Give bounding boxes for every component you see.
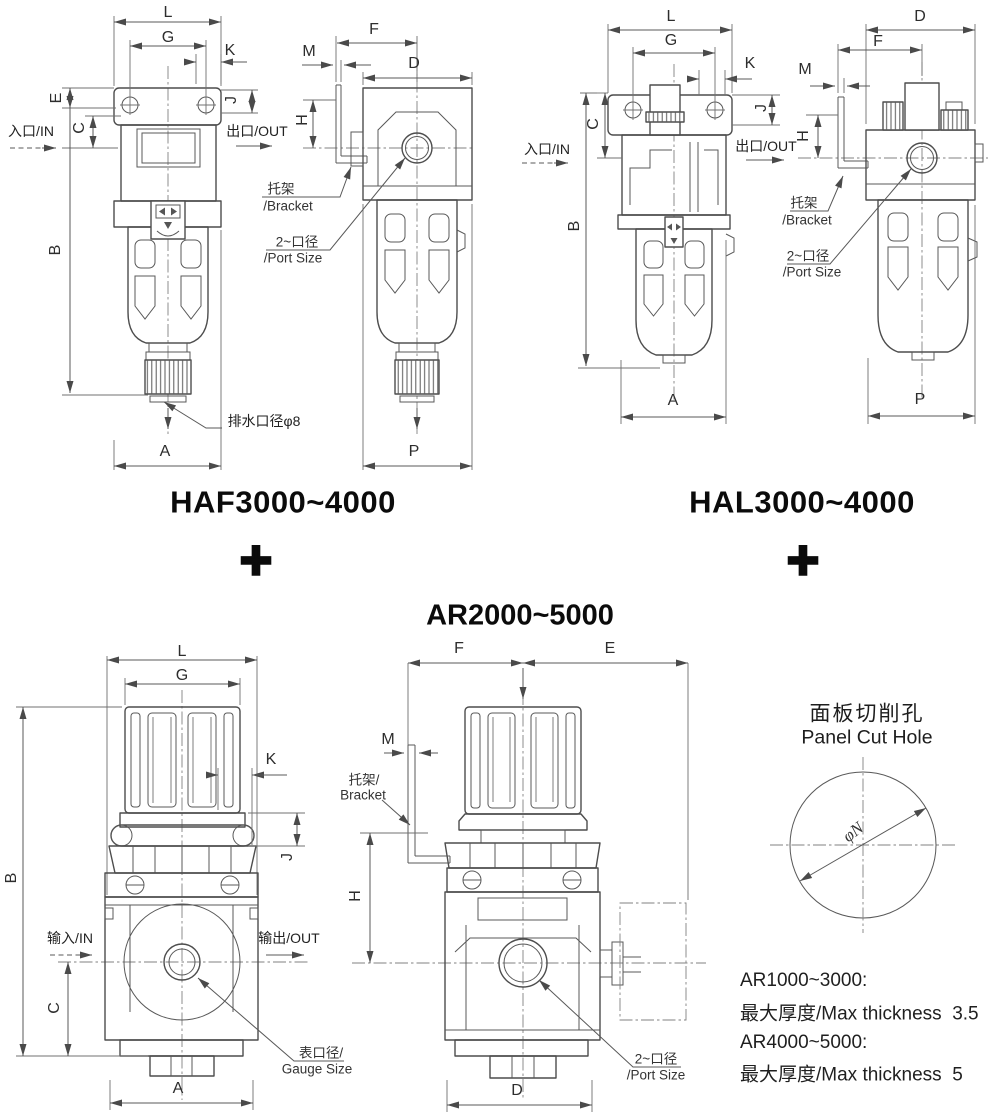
haf-side-port-label-cn: 2~口径 bbox=[275, 234, 319, 250]
haf-front-dim-k: K bbox=[224, 42, 236, 59]
ar-front-dim-k: K bbox=[265, 751, 277, 768]
ar-front-dim-c: C bbox=[46, 1002, 63, 1014]
hal-front-dim-k: K bbox=[744, 55, 756, 72]
hal-side-view bbox=[787, 24, 988, 424]
hal-front-dim-a: A bbox=[667, 392, 679, 409]
hal-side-bracket-label-en: /Bracket bbox=[782, 212, 832, 228]
hal-front-outlet-label: 出口/OUT bbox=[735, 138, 797, 154]
ar-front-gauge-label-en: Gauge Size bbox=[281, 1061, 353, 1077]
ar-front-dim-j: J bbox=[279, 853, 296, 861]
ar-front-dim-g: G bbox=[175, 667, 189, 684]
ar-side-bracket-label-en: Bracket bbox=[340, 787, 386, 803]
panel-cut-hole-title-en: Panel Cut Hole bbox=[801, 726, 933, 749]
panel-cut-hole-diagram bbox=[770, 757, 956, 933]
hal-side-dim-p: P bbox=[914, 391, 926, 408]
ar-front-view bbox=[16, 656, 344, 1110]
note-ar4000-5000: AR4000~5000: bbox=[740, 1032, 868, 1053]
hal-side-dim-m: M bbox=[798, 61, 812, 78]
plus-sign-right: + bbox=[785, 528, 820, 591]
panel-cut-hole-title-cn: 面板切削孔 bbox=[809, 702, 925, 726]
hal-side-port-label-cn: 2~口径 bbox=[786, 248, 830, 264]
hal-side-bracket-label-cn: 托架 bbox=[790, 195, 818, 211]
ar-side-view bbox=[352, 659, 706, 1112]
haf-front-drain-note: 排水口径φ8 bbox=[227, 413, 301, 429]
haf-side-view bbox=[262, 36, 474, 470]
hal-front-dim-b: B bbox=[566, 220, 583, 232]
haf-front-dim-l: L bbox=[163, 4, 173, 21]
haf-front-dim-g: G bbox=[161, 29, 175, 46]
haf-front-inlet-label: 入口/IN bbox=[8, 123, 54, 139]
note-ar1000-3000: AR1000~3000: bbox=[740, 970, 868, 991]
haf-side-port-label-en: /Port Size bbox=[263, 250, 323, 266]
ar-front-gauge-label-cn: 表口径/ bbox=[298, 1045, 344, 1061]
haf-side-dim-p: P bbox=[408, 443, 420, 460]
plus-sign-left: + bbox=[238, 528, 273, 591]
ar-model-title: AR2000~5000 bbox=[426, 599, 614, 632]
note-max-thickness-5: 最大厚度/Max thickness 5 bbox=[740, 1064, 963, 1086]
haf-side-dim-d: D bbox=[408, 55, 420, 72]
ar-front-dim-a: A bbox=[172, 1080, 184, 1097]
hal-front-dim-l: L bbox=[666, 8, 676, 25]
ar-side-dim-e: E bbox=[604, 640, 616, 657]
haf-front-view bbox=[10, 16, 272, 470]
haf-side-bracket-label-cn: 托架 bbox=[267, 181, 295, 197]
haf-side-bracket-label-en: /Bracket bbox=[263, 198, 313, 214]
haf-front-dim-a: A bbox=[159, 443, 171, 460]
hal-front-inlet-label: 入口/IN bbox=[524, 141, 570, 157]
note-max-thickness-3-5: 最大厚度/Max thickness 3.5 bbox=[740, 1003, 979, 1025]
hal-side-port-label-en: /Port Size bbox=[782, 264, 842, 280]
haf-side-dim-m: M bbox=[302, 43, 316, 60]
ar-front-inlet-label: 输入/IN bbox=[47, 930, 93, 946]
haf-side-dim-h: H bbox=[294, 114, 311, 126]
haf-front-dim-c: C bbox=[71, 122, 88, 134]
hal-front-view bbox=[522, 24, 784, 424]
haf-front-dim-j: J bbox=[223, 96, 240, 104]
ar-front-outlet-label: 输出/OUT bbox=[258, 930, 320, 946]
hal-side-dim-d: D bbox=[914, 8, 926, 25]
ar-front-dim-l: L bbox=[177, 643, 187, 660]
hal-front-dim-j: J bbox=[753, 104, 770, 112]
ar-front-dim-b: B bbox=[3, 872, 20, 884]
hal-front-dim-g: G bbox=[664, 32, 678, 49]
haf-front-outlet-label: 出口/OUT bbox=[226, 123, 288, 139]
ar-side-dim-f: F bbox=[454, 640, 464, 657]
ar-side-port-label-en: /Port Size bbox=[626, 1067, 686, 1083]
ar-side-port-label-cn: 2~口径 bbox=[634, 1051, 678, 1067]
haf-front-dim-e: E bbox=[48, 92, 65, 104]
hal-front-dim-c: C bbox=[585, 118, 602, 130]
haf-model-title: HAF3000~4000 bbox=[170, 484, 396, 520]
ar-side-dim-m: M bbox=[381, 731, 395, 748]
haf-front-dim-b: B bbox=[47, 244, 64, 256]
ar-side-bracket-label-cn: 托架/ bbox=[348, 772, 380, 788]
hal-side-dim-h: H bbox=[795, 130, 812, 142]
ar-side-dim-d: D bbox=[511, 1082, 523, 1099]
hal-side-dim-f: F bbox=[873, 33, 883, 50]
haf-side-dim-f: F bbox=[369, 21, 379, 38]
ar-side-dim-h: H bbox=[347, 890, 364, 902]
hal-model-title: HAL3000~4000 bbox=[689, 484, 915, 520]
